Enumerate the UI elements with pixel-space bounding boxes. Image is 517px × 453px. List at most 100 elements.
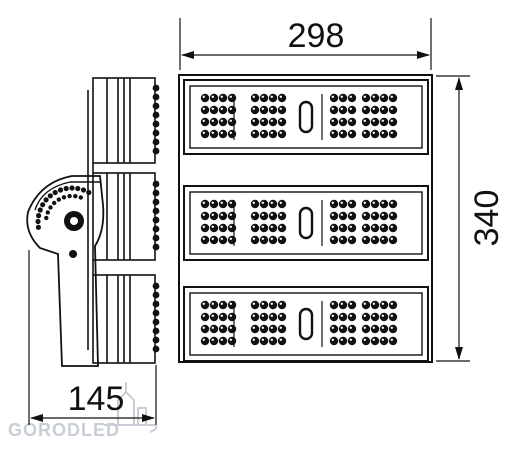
led-lens: [329, 199, 339, 209]
led-lens: [379, 129, 389, 139]
led-lens: [227, 105, 237, 115]
led-lens: [338, 105, 348, 115]
led-lens: [388, 336, 398, 346]
led-lens: [361, 105, 371, 115]
led-lens: [277, 93, 287, 103]
led-lens: [370, 223, 380, 233]
led-lens: [277, 105, 287, 115]
led-lens: [227, 211, 237, 221]
side-lens: [152, 282, 160, 290]
adjust-hole: [43, 197, 49, 203]
led-lens: [259, 300, 269, 310]
led-lens: [277, 129, 287, 139]
led-lens: [329, 105, 339, 115]
led-lens: [268, 117, 278, 127]
led-lens: [250, 117, 260, 127]
adjust-hole: [40, 202, 46, 208]
led-lens: [379, 300, 389, 310]
side-lens: [152, 93, 160, 101]
led-lens: [329, 235, 339, 245]
adjust-hole: [35, 224, 42, 230]
led-lens: [361, 300, 371, 310]
adjust-hole: [45, 210, 50, 215]
led-lens: [361, 223, 371, 233]
led-lens: [200, 105, 210, 115]
led-lens: [209, 117, 219, 127]
dimension-width: 298: [179, 17, 432, 70]
led-lens: [218, 324, 228, 334]
led-lens: [268, 93, 278, 103]
led-lens: [268, 105, 278, 115]
side-lens: [152, 198, 160, 206]
led-lens: [347, 324, 357, 334]
led-lens: [250, 93, 260, 103]
led-lens: [259, 235, 269, 245]
led-lens: [388, 211, 398, 221]
led-lens: [259, 324, 269, 334]
led-lens: [268, 211, 278, 221]
adjust-hole: [69, 185, 75, 191]
led-lens: [388, 312, 398, 322]
led-lens: [259, 93, 269, 103]
led-lens: [388, 129, 398, 139]
led-lens: [347, 105, 357, 115]
led-lens: [277, 211, 287, 221]
side-lens: [152, 216, 160, 224]
led-lens: [277, 312, 287, 322]
led-modules: [183, 79, 429, 362]
center-oval: [298, 206, 314, 240]
led-lens: [370, 300, 380, 310]
led-lens: [379, 211, 389, 221]
led-lens: [277, 300, 287, 310]
led-lens: [329, 211, 339, 221]
adjust-hole: [63, 185, 69, 192]
led-lens: [379, 93, 389, 103]
led-lens: [268, 199, 278, 209]
led-lens: [209, 105, 219, 115]
led-lens: [361, 324, 371, 334]
led-lens: [347, 117, 357, 127]
led-lens: [259, 199, 269, 209]
side-lens: [152, 327, 160, 335]
led-lens: [370, 93, 380, 103]
side-lens: [152, 207, 160, 215]
led-lens: [227, 93, 237, 103]
led-lens: [338, 93, 348, 103]
led-lens: [218, 117, 228, 127]
width-label: 298: [288, 17, 345, 55]
led-lens: [250, 235, 260, 245]
adjust-hole: [37, 207, 43, 213]
led-lens: [200, 117, 210, 127]
side-lens: [152, 84, 160, 92]
led-lens: [338, 223, 348, 233]
led-lens: [227, 300, 237, 310]
led-lens: [347, 211, 357, 221]
led-lens: [227, 199, 237, 209]
led-lens: [227, 235, 237, 245]
led-lens: [361, 336, 371, 346]
adjust-hole: [48, 205, 53, 210]
adjust-hole: [36, 213, 42, 219]
led-module: [183, 286, 429, 362]
led-lens: [370, 336, 380, 346]
led-lens: [250, 199, 260, 209]
side-lens: [152, 345, 160, 353]
led-lens: [361, 93, 371, 103]
led-lens: [338, 211, 348, 221]
dimension-height: 340: [436, 75, 506, 362]
center-oval: [298, 307, 314, 341]
led-lens: [370, 324, 380, 334]
led-lens: [370, 235, 380, 245]
led-lens: [370, 117, 380, 127]
led-lens: [338, 312, 348, 322]
side-lens: [152, 243, 160, 251]
adjust-hole: [56, 197, 61, 202]
side-lens: [152, 111, 160, 119]
led-lens: [218, 312, 228, 322]
led-lens: [259, 129, 269, 139]
led-lens: [250, 324, 260, 334]
led-lens: [379, 336, 389, 346]
led-lens: [379, 199, 389, 209]
led-lens: [209, 336, 219, 346]
